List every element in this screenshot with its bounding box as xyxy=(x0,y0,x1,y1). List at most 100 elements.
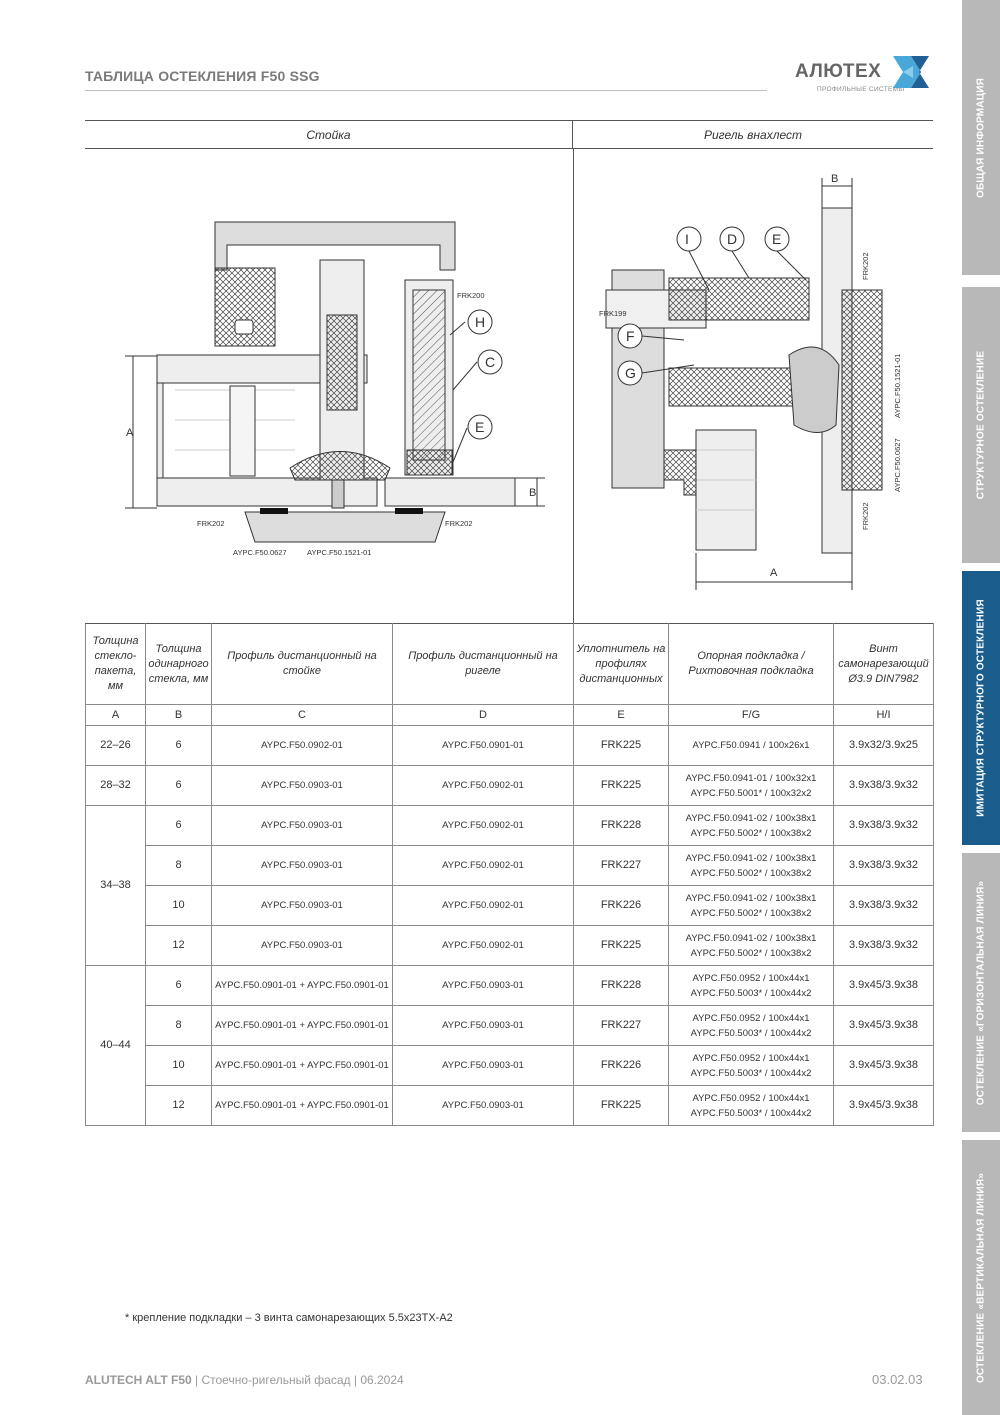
page-title: ТАБЛИЦА ОСТЕКЛЕНИЯ F50 SSG xyxy=(85,68,320,84)
setting-block-line: AYPC.F50.0952 / 100х44х1 xyxy=(692,972,810,984)
setting-block-line: AYPC.F50.0941-02 / 100х38х1 xyxy=(685,812,817,824)
label-profile-0627-right: AYPC.F50.0627 xyxy=(893,438,902,492)
cell-transom-spacer: AYPC.F50.0902-01 xyxy=(392,885,574,926)
cell-seal: FRK225 xyxy=(573,765,669,806)
header-setting-block: Опорная подкладка / Рихтовочная подкладк… xyxy=(668,623,834,705)
footnote: * крепление подкладки – 3 винта самонаре… xyxy=(125,1312,453,1324)
cell-transom-spacer: AYPC.F50.0902-01 xyxy=(392,765,574,806)
logo-subtitle: ПРОФИЛЬНЫЕ СИСТЕМЫ xyxy=(817,86,905,93)
header-mullion-spacer: Профиль дистанционный на стойке xyxy=(211,623,393,705)
callout-e: E xyxy=(475,419,484,435)
cell-mullion-spacer: AYPC.F50.0901-01 + AYPC.F50.0901-01 xyxy=(211,1045,393,1086)
side-tab-structural[interactable]: СТРУКТУРНОЕ ОСТЕКЛЕНИЕ xyxy=(962,287,1000,563)
table-letters-row: A B C D E F/G H/I xyxy=(85,704,934,726)
glazing-table: Толщина стекло-пакета, мм Толщина одинар… xyxy=(85,623,934,1126)
cell-mullion-spacer: AYPC.F50.0903-01 xyxy=(211,845,393,886)
side-tab-vertical-line[interactable]: ОСТЕКЛЕНИЕ «ВЕРТИКАЛЬНАЯ ЛИНИЯ» xyxy=(962,1140,1000,1415)
side-navigation: ОБЩАЯ ИНФОРМАЦИЯ СТРУКТУРНОЕ ОСТЕКЛЕНИЕ … xyxy=(962,0,1000,1415)
header-unit-thickness: Толщина стекло-пакета, мм xyxy=(85,623,146,705)
side-tab-horizontal-line[interactable]: ОСТЕКЛЕНИЕ «ГОРИЗОНТАЛЬНАЯ ЛИНИЯ» xyxy=(962,853,1000,1132)
cell-single-glass: 8 xyxy=(145,1005,212,1046)
cell-screw: 3.9х45/3.9х38 xyxy=(833,1085,934,1126)
shim-line: AYPC.F50.5003* / 100х44х2 xyxy=(690,987,812,999)
cell-seal: FRK227 xyxy=(573,845,669,886)
callout-h: H xyxy=(475,314,485,330)
cell-screw: 3.9х38/3.9х32 xyxy=(833,885,934,926)
label-frk199: FRK199 xyxy=(599,309,627,318)
cell-unit-thickness: 22–26 xyxy=(85,725,146,766)
side-tab-structural-imitation[interactable]: ИМИТАЦИЯ СТРУКТУРНОГО ОСТЕКЛЕНИЯ xyxy=(962,571,1000,845)
header-single-glass: Толщина одинарного стекла, мм xyxy=(145,623,212,705)
cell-transom-spacer: AYPC.F50.0903-01 xyxy=(392,1085,574,1126)
mullion-dimension-b: B xyxy=(529,487,536,499)
shim-line: AYPC.F50.5002* / 100х38х2 xyxy=(690,827,812,839)
cell-mullion-spacer: AYPC.F50.0901-01 + AYPC.F50.0901-01 xyxy=(211,1085,393,1126)
cell-single-glass: 12 xyxy=(145,1085,212,1126)
cell-single-glass: 10 xyxy=(145,885,212,926)
page-number: 03.02.03 xyxy=(872,1372,923,1387)
drawing-divider xyxy=(573,149,574,623)
footer-description: Стоечно-ригельный фасад xyxy=(201,1373,351,1387)
footer-brand: ALUTECH ALT F50 xyxy=(85,1373,192,1387)
cell-screw: 3.9х38/3.9х32 xyxy=(833,765,934,806)
shim-line: AYPC.F50.5003* / 100х44х2 xyxy=(690,1107,812,1119)
header-seal: Уплотнитель на профилях дистанционных xyxy=(573,623,669,705)
cell-screw: 3.9х45/3.9х38 xyxy=(833,965,934,1006)
cell-screw: 3.9х45/3.9х38 xyxy=(833,1005,934,1046)
setting-block-line: AYPC.F50.0941-02 / 100х38х1 xyxy=(685,932,817,944)
header-divider xyxy=(85,90,767,91)
cell-single-glass: 6 xyxy=(145,965,212,1006)
callout-i: I xyxy=(685,231,689,247)
header-screw: Винт самонарезающий Ø3.9 DIN7982 xyxy=(833,623,934,705)
footer-info: ALUTECH ALT F50 | Стоечно-ригельный фаса… xyxy=(85,1373,404,1387)
cell-seal: FRK225 xyxy=(573,925,669,966)
callout-d: D xyxy=(727,231,737,247)
cell-seal: FRK228 xyxy=(573,965,669,1006)
setting-block-line: AYPC.F50.0952 / 100х44х1 xyxy=(692,1092,810,1104)
cell-seal: FRK225 xyxy=(573,725,669,766)
label-profile-0627: AYPC.F50.0627 xyxy=(233,548,287,557)
label-frk200: FRK200 xyxy=(457,291,485,300)
transom-dimension-b: B xyxy=(831,173,838,185)
cell-single-glass: 6 xyxy=(145,725,212,766)
footer-separator: | xyxy=(191,1373,202,1387)
cell-mullion-spacer: AYPC.F50.0901-01 + AYPC.F50.0901-01 xyxy=(211,965,393,1006)
transom-section-title: Ригель внахлест xyxy=(704,127,802,142)
setting-block-line: AYPC.F50.0952 / 100х44х1 xyxy=(692,1012,810,1024)
header-transom-spacer: Профиль дистанционный на ригеле xyxy=(392,623,574,705)
shim-line: AYPC.F50.5002* / 100х38х2 xyxy=(690,947,812,959)
cell-transom-spacer: AYPC.F50.0901-01 xyxy=(392,725,574,766)
callout-g: G xyxy=(625,365,636,381)
mullion-dimension-a: A xyxy=(126,427,134,439)
callout-e: E xyxy=(772,231,781,247)
cell-unit-thickness: 40–44 xyxy=(85,965,146,1126)
cell-single-glass: 12 xyxy=(145,925,212,966)
cell-mullion-spacer: AYPC.F50.0903-01 xyxy=(211,925,393,966)
side-tab-general[interactable]: ОБЩАЯ ИНФОРМАЦИЯ xyxy=(962,0,1000,275)
footer-separator: | xyxy=(350,1373,361,1387)
setting-block-line: AYPC.F50.0941-01 / 100х32х1 xyxy=(685,772,817,784)
cell-transom-spacer: AYPC.F50.0902-01 xyxy=(392,845,574,886)
setting-block-line: AYPC.F50.0941 / 100х26х1 xyxy=(692,740,810,751)
shim-line: AYPC.F50.5001* / 100х32х2 xyxy=(690,787,812,799)
cell-unit-thickness: 28–32 xyxy=(85,765,146,806)
cell-seal: FRK228 xyxy=(573,805,669,846)
transom-dimension-a: A xyxy=(770,567,778,579)
cell-transom-spacer: AYPC.F50.0903-01 xyxy=(392,1045,574,1086)
cell-screw: 3.9х38/3.9х32 xyxy=(833,805,934,846)
side-tab-label: ИМИТАЦИЯ СТРУКТУРНОГО ОСТЕКЛЕНИЯ xyxy=(975,599,987,817)
label-profile-1521-right: AYPC.F50.1521-01 xyxy=(893,354,902,418)
letter-a: A xyxy=(85,704,146,726)
setting-block-line: AYPC.F50.0941-02 / 100х38х1 xyxy=(685,892,817,904)
shim-line: AYPC.F50.5002* / 100х38х2 xyxy=(690,867,812,879)
cell-single-glass: 8 xyxy=(145,845,212,886)
